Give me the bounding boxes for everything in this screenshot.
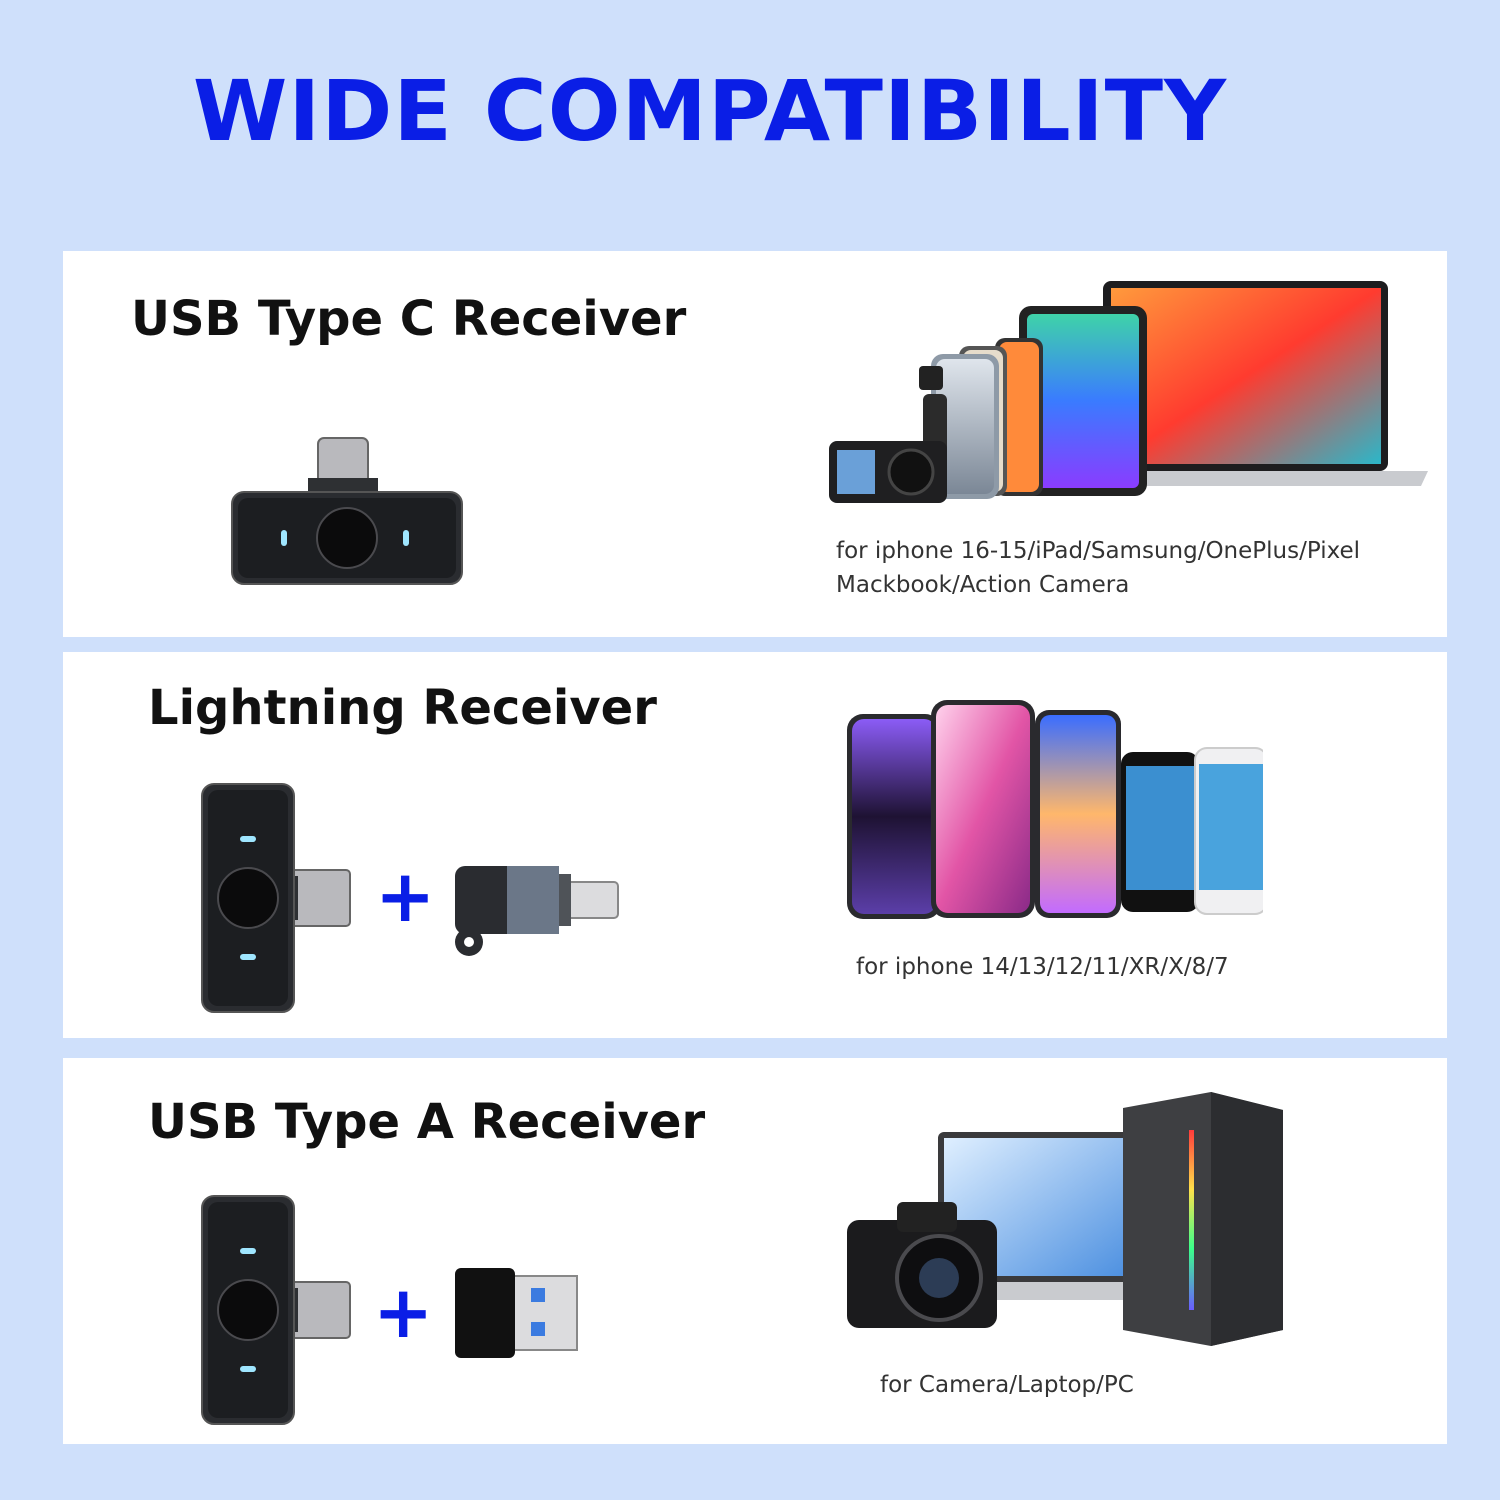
section-title: USB Type A Receiver (148, 1094, 706, 1150)
plus-icon: + (375, 854, 436, 938)
section-title: Lightning Receiver (148, 680, 657, 736)
section-usb-a: USB Type A Receiver + (63, 1058, 1447, 1444)
lightning-receiver-icon (201, 783, 351, 1013)
computers-image (847, 1092, 1283, 1346)
section-usb-c: USB Type C Receiver (63, 251, 1447, 637)
plus-icon: + (373, 1270, 434, 1354)
caption-line-1: for iphone 16-15/iPad/Samsung/OnePlus/Pi… (836, 538, 1361, 564)
usb-a-receiver-icon (201, 1195, 351, 1425)
caption-line-2: Mackbook/Action Camera (836, 572, 1130, 598)
lightning-adapter-icon (455, 866, 619, 956)
page-title: WIDE COMPATIBILITY (192, 62, 1228, 160)
caption-line-1: for Camera/Laptop/PC (880, 1372, 1134, 1398)
usb-a-adapter-icon (455, 1268, 578, 1358)
usb-c-receiver-icon (231, 437, 463, 585)
caption-line-1: for iphone 14/13/12/11/XR/X/8/7 (856, 954, 1229, 980)
section-title: USB Type C Receiver (131, 291, 687, 347)
devices-image (829, 281, 1428, 503)
iphones-image (847, 700, 1263, 919)
section-lightning: Lightning Receiver + (63, 652, 1447, 1038)
